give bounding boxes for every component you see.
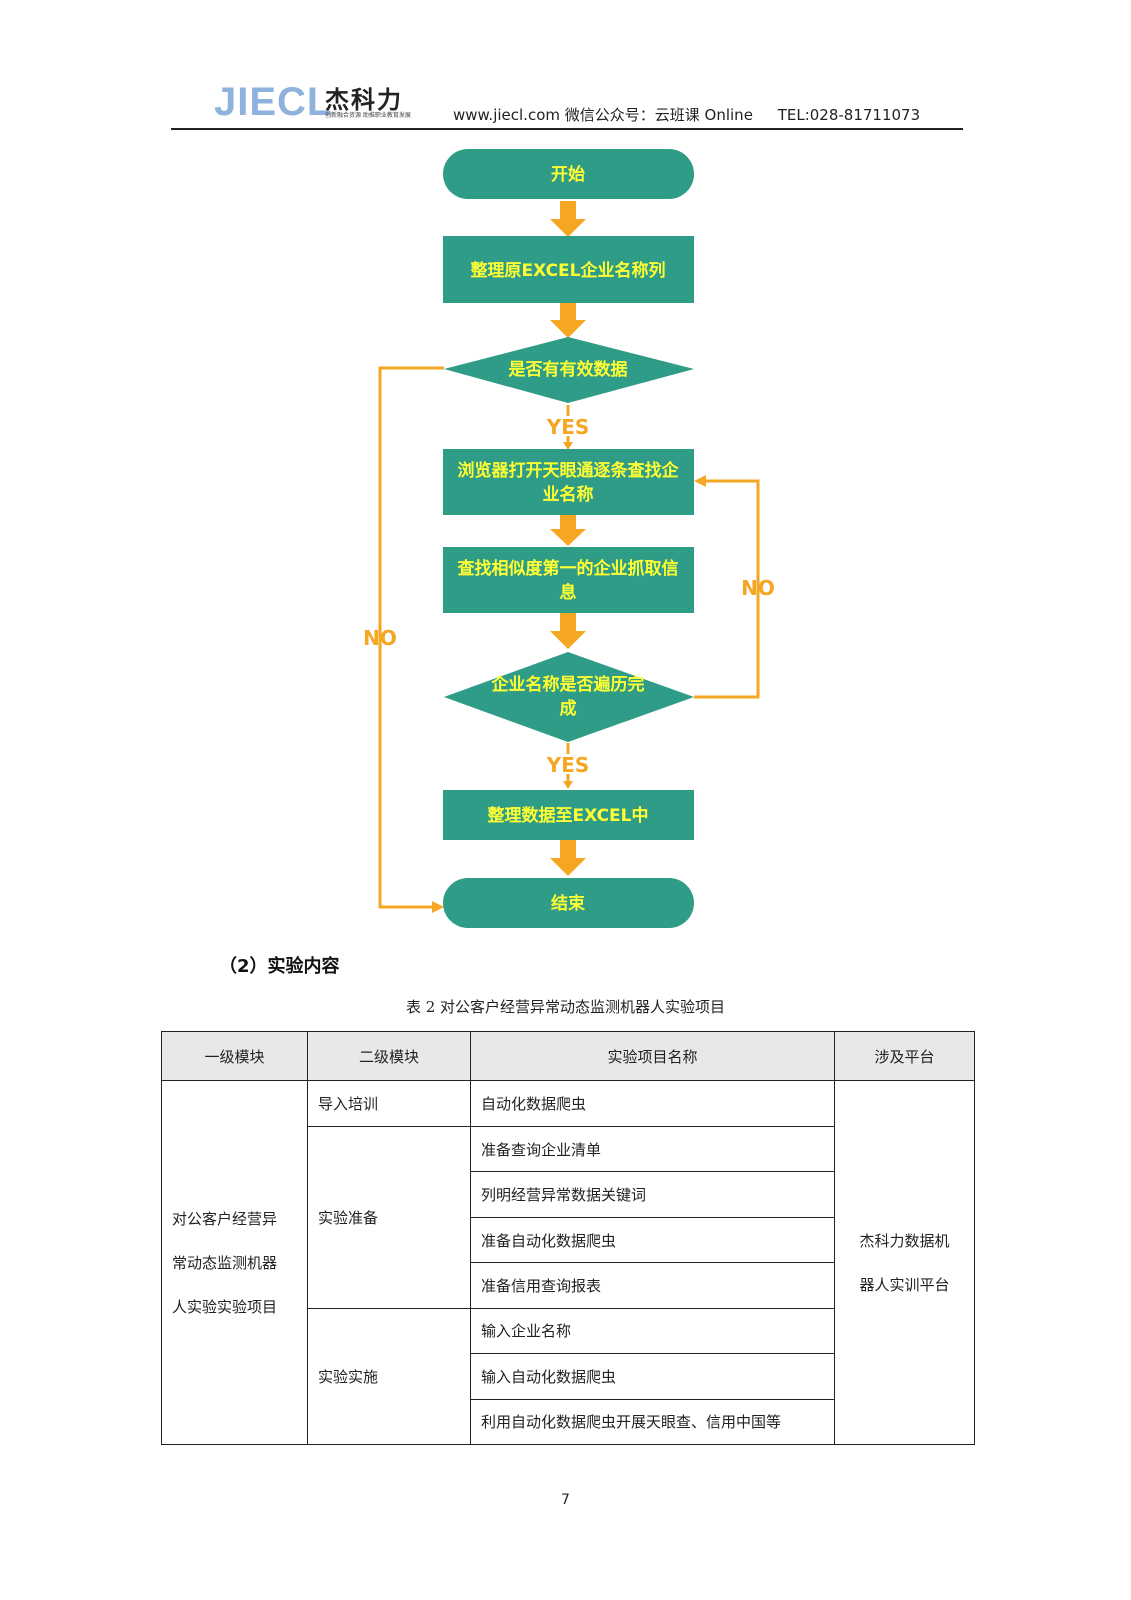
yes-label-2: YES: [546, 753, 590, 777]
table-header-row: 一级模块 二级模块 实验项目名称 涉及平台: [161, 1030, 975, 1082]
platform-line: 杰科力数据机: [859, 1231, 950, 1250]
website-link[interactable]: www.jiecl.com: [453, 106, 560, 124]
arrowhead-no-right: [694, 475, 706, 487]
section-title: （2）实验内容: [219, 956, 340, 977]
start-node: [443, 149, 694, 199]
down-arrow-4: [550, 613, 586, 649]
step2-node-label-1: 浏览器打开天眼通逐条查找企: [458, 460, 680, 481]
header-level2-module: 二级模块: [307, 1030, 471, 1082]
experiment-table: 一级模块 二级模块 实验项目名称 涉及平台 对公客户经营异 常动态监测机器 人实…: [161, 1030, 975, 1446]
project-name-cell: 列明经营异常数据关键词: [470, 1171, 835, 1218]
arrowhead-yes-1: [563, 442, 573, 450]
table-row: 实验实施 输入企业名称: [162, 1307, 975, 1446]
no-branch-left-line: [378, 366, 444, 909]
table-row: 对公客户经营异 常动态监测机器 人实验实验项目 导入培训 自动化数据爬虫 杰科力…: [161, 1080, 975, 1445]
arrowhead-no-left: [432, 901, 444, 913]
step3-node-label-1: 查找相似度第一的企业抓取信: [457, 558, 679, 579]
decision2-node-label-1: 企业名称是否遍历完: [491, 674, 645, 695]
step1-node-label: 整理原EXCEL企业名称列: [470, 260, 665, 281]
logo-wordmark: JIECL: [214, 80, 333, 124]
decision1-node-label: 是否有有效数据: [509, 359, 628, 380]
platform-line: 器人实训平台: [859, 1275, 950, 1294]
project-name-cell: 准备查询企业清单: [470, 1125, 835, 1173]
step2-node: [443, 449, 694, 515]
header-project-name: 实验项目名称: [470, 1030, 835, 1082]
end-node: [443, 878, 694, 928]
table-row: 准备信用查询报表: [162, 1262, 975, 1309]
wechat-account: 微信公众号：云班课 Online: [564, 106, 753, 124]
page-header: JIECL 杰科力 创新融合资源 助推职业教育发展 www.jiecl.com …: [171, 76, 963, 130]
level1-module-line: 对公客户经营异: [172, 1209, 278, 1228]
level2-module-cell: 导入培训: [307, 1080, 471, 1127]
arrowhead-yes-2: [563, 781, 573, 789]
project-name-cell: 输入企业名称: [470, 1307, 835, 1355]
down-arrow-3: [550, 515, 586, 546]
level2-module-cell: 实验准备: [307, 1125, 471, 1309]
no-branch-right-line: [694, 479, 760, 699]
level1-module-cell: 对公客户经营异 常动态监测机器 人实验实验项目: [161, 1080, 308, 1445]
down-arrow-1: [550, 201, 586, 237]
step1-node: [443, 236, 694, 303]
header-level1-module: 一级模块: [161, 1030, 308, 1082]
table-row: 利用自动化数据爬虫开展天眼查、信用中国等: [162, 1398, 975, 1446]
step3-node: [443, 547, 694, 613]
step3-node-label-2: 息: [560, 582, 577, 603]
decision2-node: [444, 652, 694, 742]
project-name-cell: 准备自动化数据爬虫: [470, 1216, 835, 1264]
decision1-node: [444, 337, 694, 403]
start-node-label: 开始: [551, 164, 585, 185]
header-platform: 涉及平台: [834, 1030, 975, 1082]
down-arrow-2: [550, 302, 586, 338]
project-name-cell: 输入自动化数据爬虫: [470, 1353, 835, 1400]
flowchart: 开始 整理原EXCEL企业名称列 是否有有效数据 浏览器打开天眼通逐条查找企 业…: [363, 149, 775, 928]
table-row: 输入自动化数据爬虫: [162, 1353, 975, 1400]
down-arrow-5: [550, 840, 586, 876]
project-name-cell: 准备信用查询报表: [470, 1262, 835, 1309]
telephone: TEL:028-81711073: [777, 106, 921, 124]
logo-tagline: 创新融合资源 助推职业教育发展: [325, 112, 411, 119]
project-name-cell: 自动化数据爬虫: [470, 1080, 835, 1127]
no-label-right: NO: [741, 576, 775, 600]
decision2-node-label-2: 成: [560, 698, 577, 719]
page-number: 7: [561, 1492, 570, 1508]
step2-node-label-2: 业名称: [543, 484, 594, 505]
step4-node-label: 整理数据至EXCEL中: [487, 805, 648, 826]
level1-module-line: 常动态监测机器: [172, 1253, 278, 1272]
level2-module-cell: 实验实施: [307, 1307, 471, 1446]
step4-node: [443, 790, 694, 840]
level1-module-line: 人实验实验项目: [172, 1297, 278, 1316]
table-row: 实验准备 准备查询企业清单: [162, 1125, 975, 1309]
yes-label-1: YES: [546, 415, 590, 439]
no-label-left: NO: [363, 626, 397, 650]
logo-chinese-name: 杰科力: [325, 86, 403, 114]
table-caption: 表 2 对公客户经营异常动态监测机器人实验项目: [405, 998, 726, 1016]
platform-cell: 杰科力数据机 器人实训平台: [834, 1080, 975, 1445]
project-name-cell: 利用自动化数据爬虫开展天眼查、信用中国等: [470, 1398, 835, 1446]
header-contact: www.jiecl.com 微信公众号：云班课 Online TEL:028-8…: [453, 104, 920, 125]
end-node-label: 结束: [551, 893, 585, 914]
